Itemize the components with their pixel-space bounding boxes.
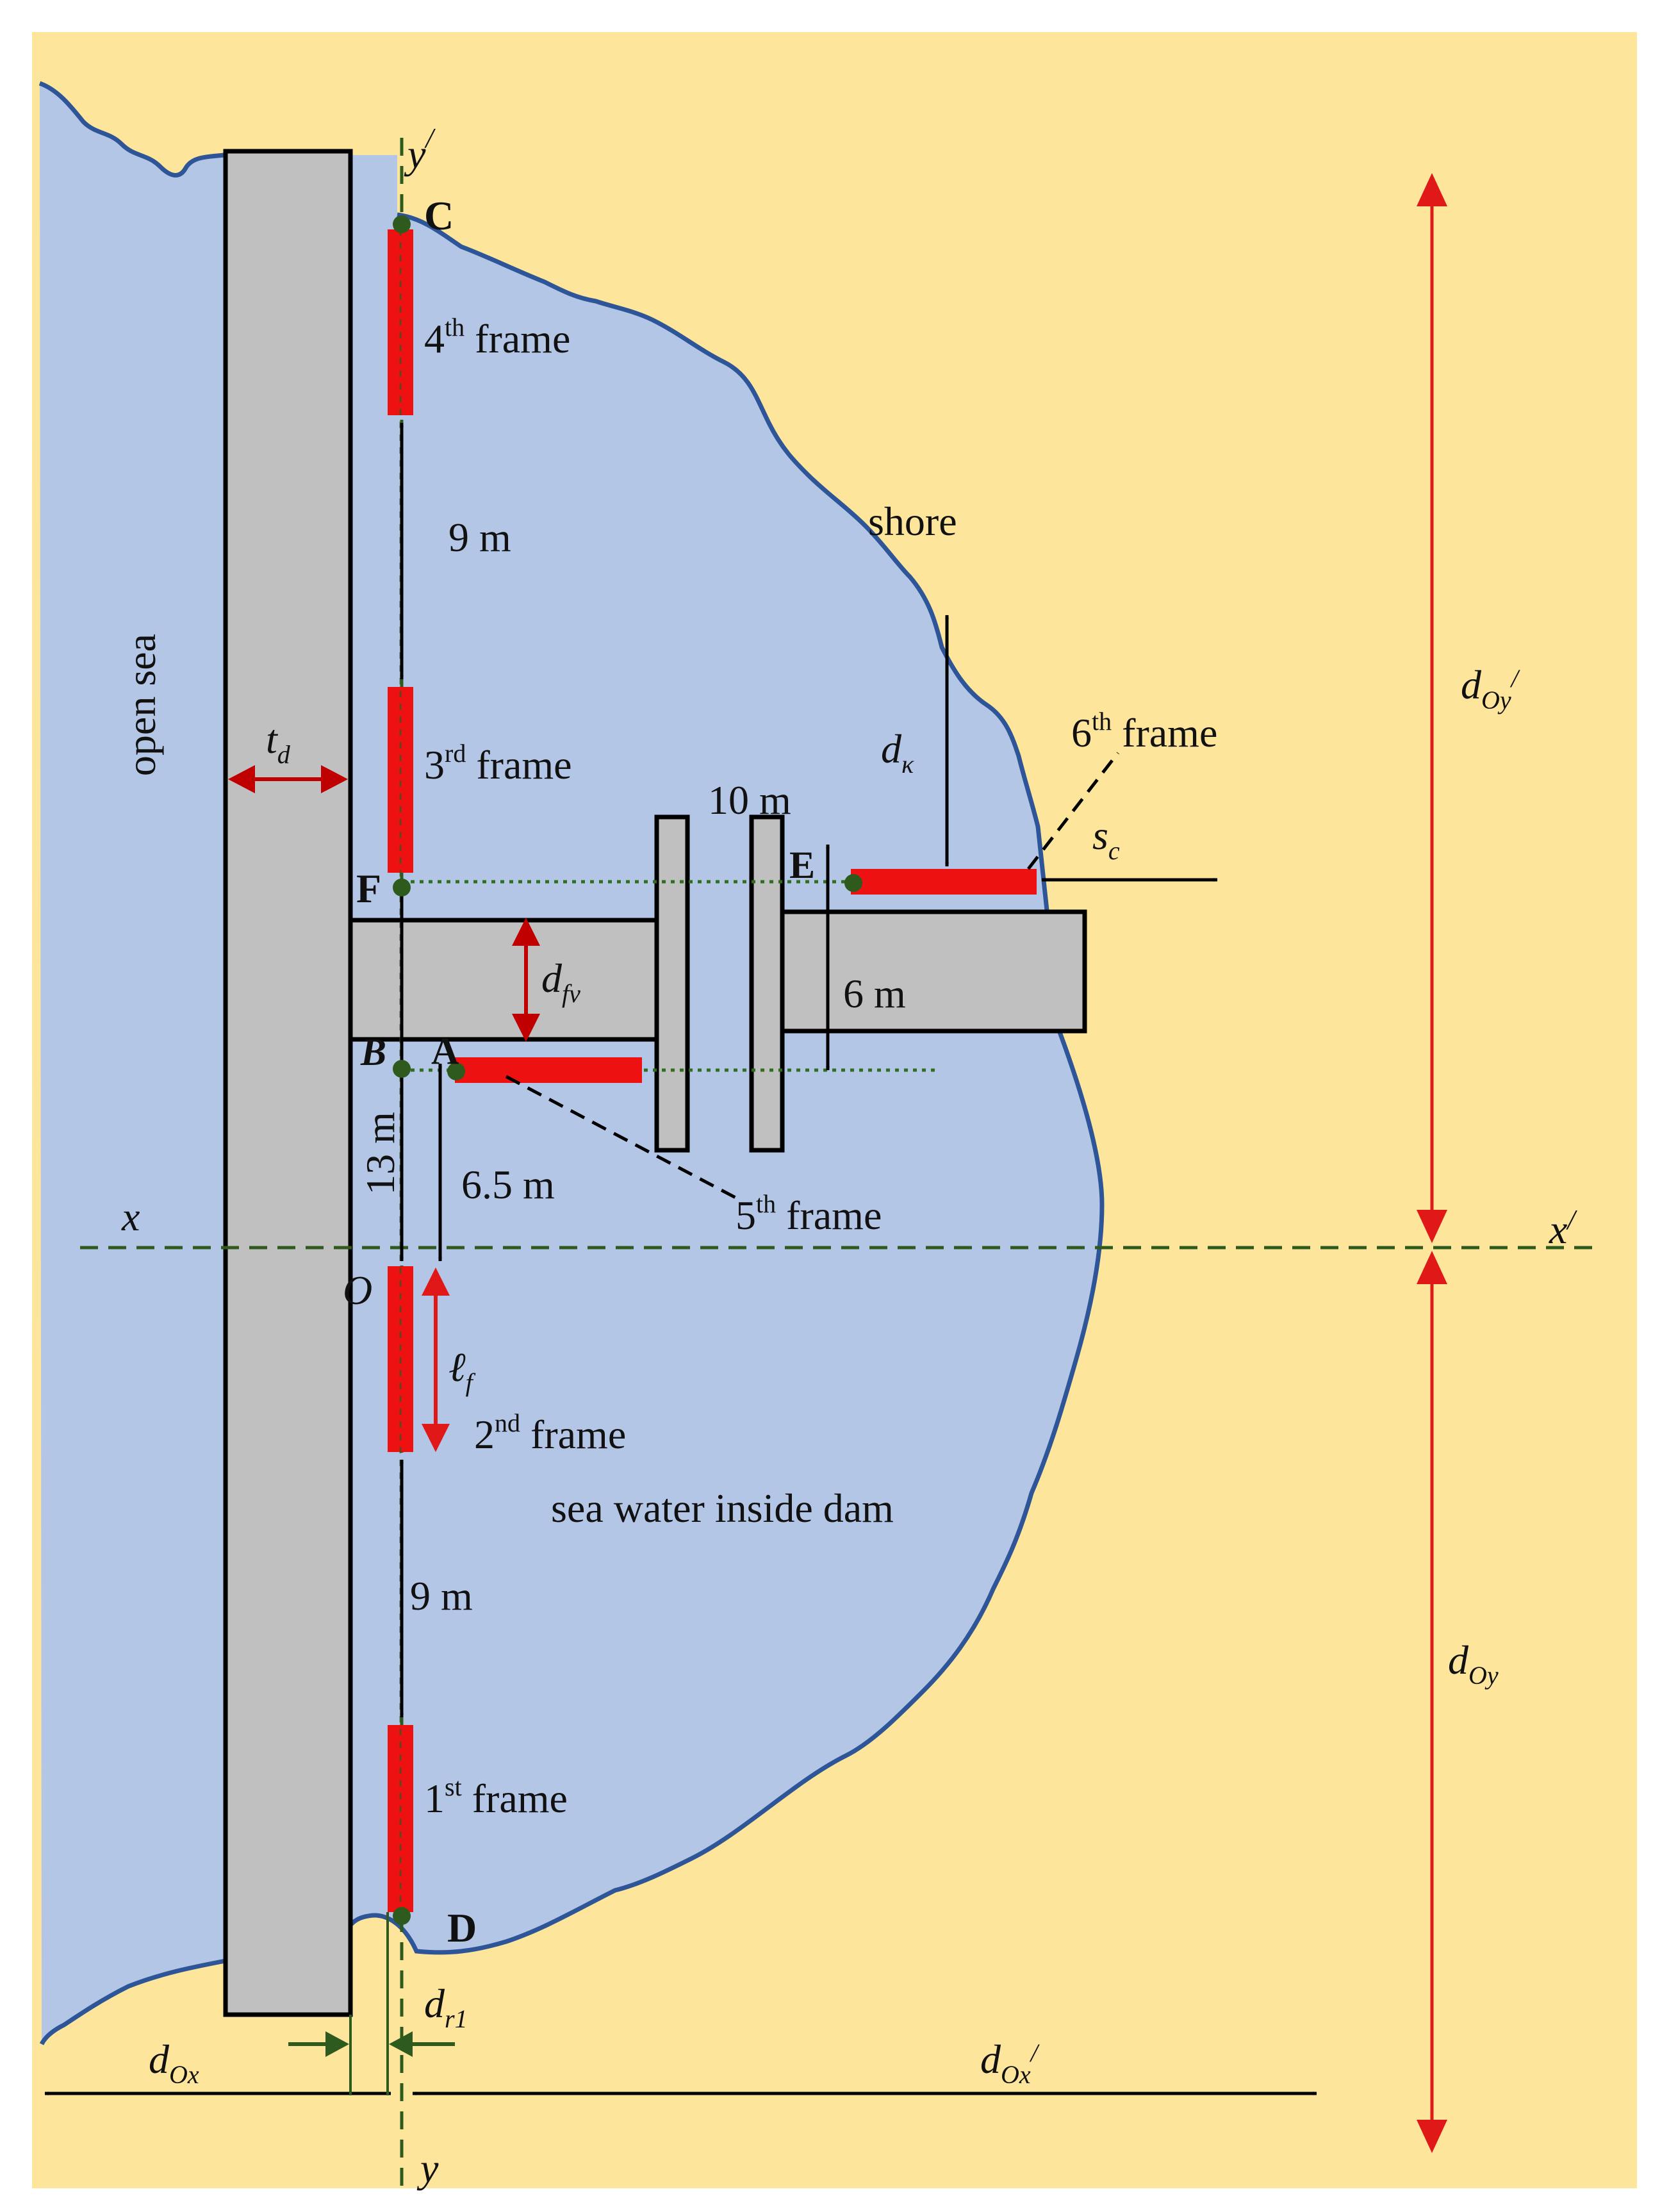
open-sea-label: open sea bbox=[119, 634, 164, 776]
frame-6-bar bbox=[851, 869, 1037, 895]
d-fv-label: dfv bbox=[541, 955, 580, 1008]
point-F-marker bbox=[393, 879, 411, 896]
point-D-label: D bbox=[447, 1905, 477, 1951]
dim-6-5m-label: 6.5 m bbox=[461, 1162, 555, 1207]
d-Ox-prime-label: dOx/ bbox=[980, 2036, 1040, 2089]
pier-left bbox=[348, 918, 659, 1042]
point-O-label: O bbox=[343, 1267, 372, 1313]
dim-dr1-arrowhead-left bbox=[325, 2031, 349, 2057]
d-Oy-prime-label: dOy/ bbox=[1461, 662, 1521, 714]
d-Ox-label: dOx bbox=[149, 2036, 199, 2089]
point-E-marker bbox=[844, 874, 862, 892]
d-Oy-label: dOy bbox=[1448, 1637, 1499, 1690]
point-E-label: E bbox=[789, 844, 815, 886]
point-A-marker bbox=[447, 1062, 465, 1080]
t-d-label: td bbox=[266, 716, 291, 769]
dim-13m-label: 13 m bbox=[358, 1112, 403, 1195]
frame-5-label: 5th frame bbox=[736, 1189, 882, 1238]
pier-gate-right bbox=[749, 814, 785, 1153]
dim-dr1-arrowhead-right bbox=[389, 2031, 413, 2057]
point-C-marker bbox=[393, 215, 411, 233]
sea-water-label: sea water inside dam bbox=[551, 1485, 894, 1531]
pier-gate-left bbox=[654, 814, 690, 1153]
dim-dOy-prime-arrowhead-bottom bbox=[1417, 1210, 1447, 1243]
d-k-label: dκ bbox=[881, 726, 914, 779]
shore-label: shore bbox=[868, 499, 957, 544]
pier-right bbox=[776, 909, 1087, 1034]
frame-4-label: 4th frame bbox=[424, 313, 570, 361]
dam-wall bbox=[223, 149, 353, 2017]
axis-y-prime-label: y/ bbox=[404, 122, 436, 177]
shoreline-right bbox=[342, 212, 1105, 1955]
dim-td-arrowhead-left bbox=[228, 765, 255, 793]
dim-9m-bottom-label: 9 m bbox=[410, 1573, 473, 1619]
frame-3-label: 3rd frame bbox=[424, 739, 572, 788]
dim-dOy-arrowhead-top bbox=[1417, 1251, 1447, 1284]
dim-dOy-arrowhead-bottom bbox=[1417, 2120, 1447, 2153]
dim-td-arrowhead-right bbox=[321, 765, 348, 793]
dim-9m-top-label: 9 m bbox=[448, 515, 511, 560]
dim-10m-label: 10 m bbox=[708, 777, 791, 823]
axis-x-prime-label: x/ bbox=[1549, 1204, 1577, 1252]
shoreline-bottom-left bbox=[39, 1958, 226, 2045]
s-c-label: sc bbox=[1092, 813, 1120, 865]
leader-frame-5 bbox=[505, 1075, 738, 1200]
point-B-label: B bbox=[360, 1031, 386, 1073]
leader-frame-6 bbox=[1027, 752, 1119, 870]
dim-lf-arrowhead-bottom bbox=[422, 1424, 450, 1452]
frame-2-label: 2nd frame bbox=[474, 1408, 626, 1457]
dim-dOy-prime-arrowhead-top bbox=[1417, 173, 1447, 206]
point-D-marker bbox=[393, 1907, 411, 1925]
shoreline-top-left bbox=[38, 81, 225, 177]
frame-1-label: 1st frame bbox=[424, 1772, 568, 1821]
point-B-marker bbox=[393, 1060, 411, 1078]
d-r1-label: dr1 bbox=[424, 1981, 468, 2033]
dim-dfv-arrowhead-top bbox=[512, 918, 540, 946]
point-F-label: F bbox=[356, 866, 381, 911]
axis-y-label: y bbox=[416, 2145, 439, 2191]
frame-6-label: 6th frame bbox=[1071, 707, 1217, 755]
dim-6m-label: 6 m bbox=[843, 971, 906, 1016]
dim-lf-arrowhead-top bbox=[422, 1267, 450, 1296]
frame-5-bar bbox=[455, 1057, 642, 1083]
point-C-label: C bbox=[424, 193, 454, 238]
point-A-label: A bbox=[431, 1030, 459, 1072]
dim-dfv-arrowhead-bottom bbox=[512, 1014, 540, 1042]
axis-x-label: x bbox=[121, 1194, 140, 1239]
